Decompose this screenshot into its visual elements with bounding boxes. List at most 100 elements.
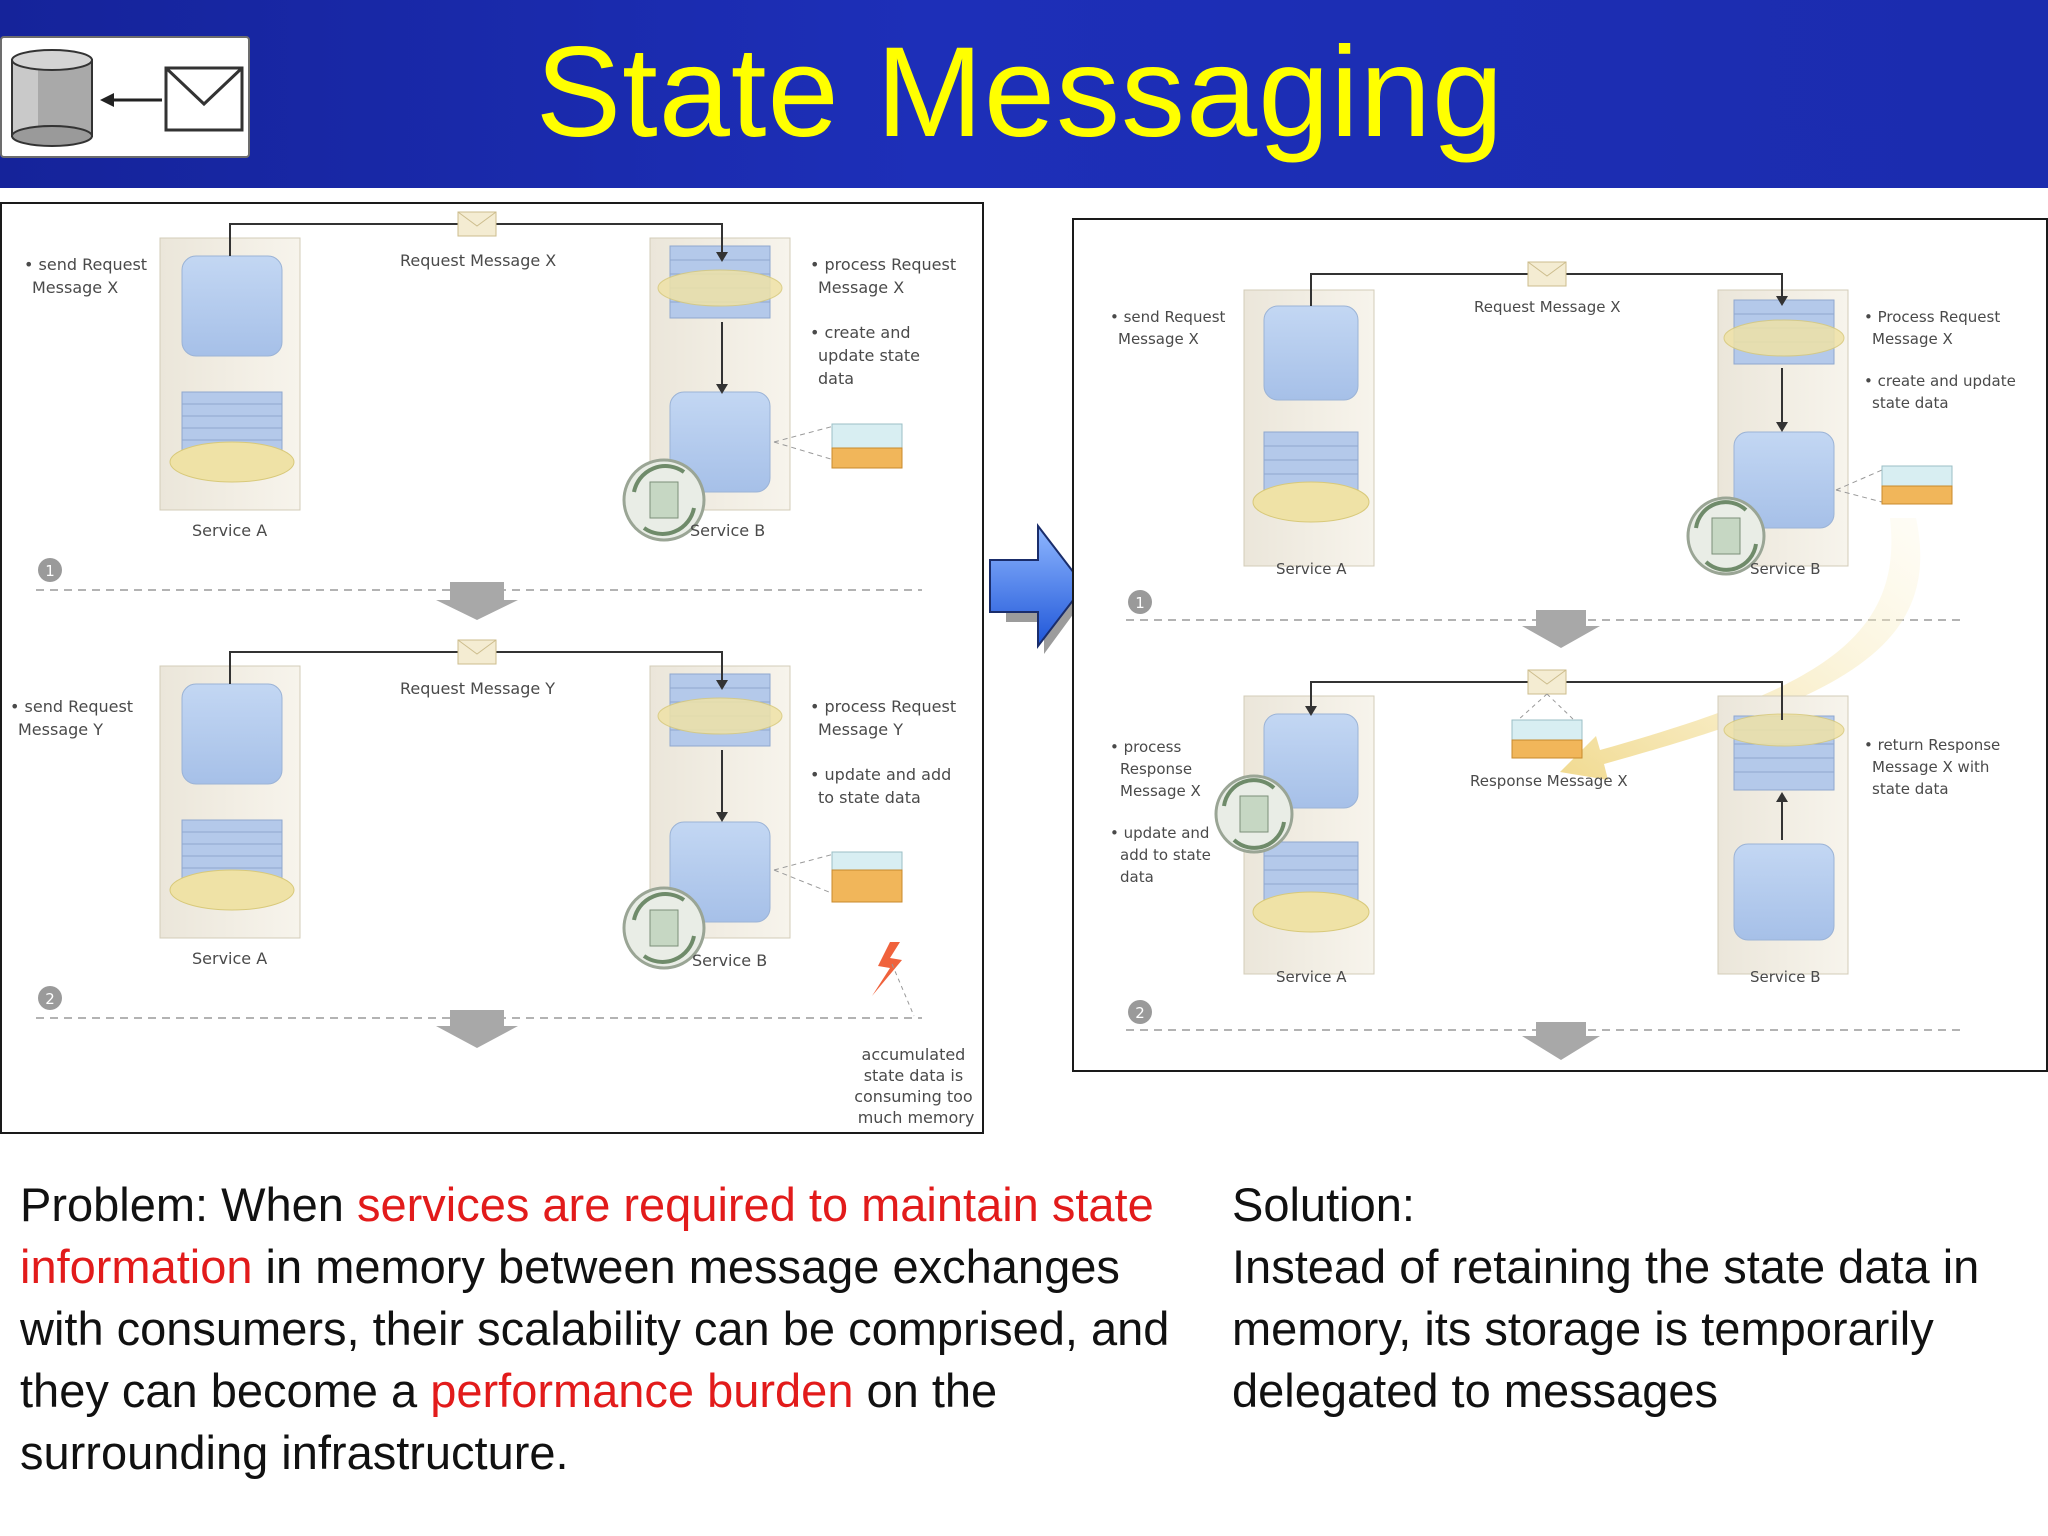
step-1-right-note-1: • process Request Message X	[810, 255, 961, 297]
service-a-tower	[1243, 690, 1375, 975]
envelope-icon	[1517, 669, 1575, 721]
slide-title: State Messaging	[535, 21, 1505, 164]
response-message-x-label: Response Message X	[1470, 772, 1628, 790]
solution-diagram: • send Request Message X Request Message…	[1072, 218, 2048, 1072]
problem-highlight: services are required to maintain state …	[20, 1178, 1154, 1293]
step-2-right-note-1: • process Request Message Y	[810, 697, 961, 739]
note-line: • create and update	[1864, 372, 2016, 390]
note-line: • send Request	[10, 697, 133, 716]
step-1: • send Request Message X Request Message…	[1110, 261, 2021, 648]
state-data-box	[773, 423, 903, 469]
envelope-icon	[164, 66, 244, 132]
note-line: Message Y	[818, 720, 903, 739]
note-line: state data	[1872, 394, 1949, 412]
step-2-right-note: • return Response Message X with state d…	[1864, 736, 2005, 798]
request-message-x-label: Request Message X	[400, 251, 556, 270]
note-line: to state data	[818, 788, 921, 807]
service-b-label: Service B	[690, 521, 765, 540]
step-1-right-note-2: • create and update state data	[810, 323, 925, 388]
service-b-label: Service B	[692, 951, 767, 970]
note-line: add to state	[1120, 846, 1211, 864]
down-arrow-icon	[1522, 1022, 1600, 1060]
note-line: Message X	[32, 278, 118, 297]
step-2-left-note: • send Request Message Y	[10, 697, 138, 739]
note-line: • process Request	[810, 255, 956, 274]
note-line: consuming too	[854, 1087, 972, 1106]
step-2: • process Response Message X • update an…	[1110, 518, 2005, 1060]
request-message-y-label: Request Message Y	[400, 679, 555, 698]
recycle-icon	[1686, 496, 1766, 576]
state-data-box	[1835, 465, 1953, 505]
note-line: • update and	[1110, 824, 1209, 842]
service-b-tower	[1717, 289, 1849, 567]
note-line: Message Y	[18, 720, 103, 739]
step-number: 1	[45, 562, 55, 580]
problem-diagram: • send Request Message X Request Message…	[0, 202, 984, 1134]
note-line: Message X	[1872, 330, 1953, 348]
step-1-right-note-2: • create and update state data	[1864, 372, 2021, 412]
step-2-left-note-2: • update and add to state data	[1110, 824, 1216, 886]
step-1: • send Request Message X Request Message…	[24, 211, 961, 620]
service-b-tower	[649, 237, 791, 511]
envelope-icon	[457, 211, 497, 237]
state-data-box	[1511, 719, 1583, 759]
service-b-tower	[1717, 695, 1849, 975]
note-line: • process	[1110, 738, 1181, 756]
note-line: state data is	[864, 1066, 964, 1085]
problem-text: Problem: When	[20, 1178, 357, 1231]
note-line: Message X	[818, 278, 904, 297]
step-2-left-note-1: • process Response Message X	[1110, 738, 1201, 800]
step-number: 2	[45, 990, 55, 1008]
database-icon	[11, 49, 93, 147]
step-2-right-note-2: • update and add to state data	[810, 765, 956, 807]
note-line: • Process Request	[1864, 308, 2000, 326]
note-line: data	[1120, 868, 1154, 886]
note-line: • return Response	[1864, 736, 2000, 754]
solution-heading: Solution:	[1232, 1178, 1415, 1231]
note-line: • process Request	[810, 697, 956, 716]
title-bar: State Messaging	[0, 0, 2048, 188]
request-message-x-label: Request Message X	[1474, 298, 1620, 316]
note-line: Message X	[1120, 782, 1201, 800]
note-line: • create and	[810, 323, 911, 342]
service-a-label: Service A	[192, 521, 267, 540]
service-a-tower	[159, 665, 301, 939]
service-a-label: Service A	[1276, 968, 1347, 986]
service-a-tower	[159, 237, 301, 511]
memory-warning: accumulated state data is consuming too …	[854, 1045, 978, 1127]
state-return-curve	[1560, 518, 1921, 780]
step-1-right-note-1: • Process Request Message X	[1864, 308, 2005, 348]
lightning-icon	[872, 942, 915, 1017]
note-line: update state	[818, 346, 920, 365]
arrow-left-icon	[100, 93, 162, 107]
solution-statement: Solution: Instead of retaining the state…	[1232, 1174, 2048, 1422]
service-a-label: Service A	[1276, 560, 1347, 578]
step-number-badge: 1	[38, 558, 62, 582]
step-2: • send Request Message Y Request Message…	[10, 639, 978, 1127]
problem-statement: Problem: When services are required to m…	[20, 1174, 1190, 1484]
problem-text: in memory between message exchanges with…	[20, 1240, 1170, 1417]
note-line: Message X	[1118, 330, 1199, 348]
envelope-icon	[457, 639, 497, 665]
envelope-icon	[1527, 261, 1567, 287]
step-number: 1	[1135, 594, 1145, 612]
note-line: Message X with	[1872, 758, 1989, 776]
transition-arrow-icon	[989, 523, 1088, 654]
state-data-box	[773, 851, 903, 903]
step-number-badge: 1	[1128, 590, 1152, 614]
recycle-icon	[622, 458, 706, 542]
note-line: Response	[1120, 760, 1192, 778]
step-number-badge: 2	[38, 986, 62, 1010]
note-line: data	[818, 369, 854, 388]
solution-text: Instead of retaining the state data in m…	[1232, 1240, 1980, 1417]
step-number: 2	[1135, 1004, 1145, 1022]
recycle-icon	[622, 886, 706, 970]
header-logo	[0, 36, 250, 158]
down-arrow-icon	[436, 582, 518, 620]
note-line: much memory	[858, 1108, 975, 1127]
note-line: • send Request	[1110, 308, 1226, 326]
note-line: • update and add	[810, 765, 951, 784]
service-a-tower	[1243, 289, 1375, 567]
note-line: accumulated	[862, 1045, 966, 1064]
note-line: state data	[1872, 780, 1949, 798]
